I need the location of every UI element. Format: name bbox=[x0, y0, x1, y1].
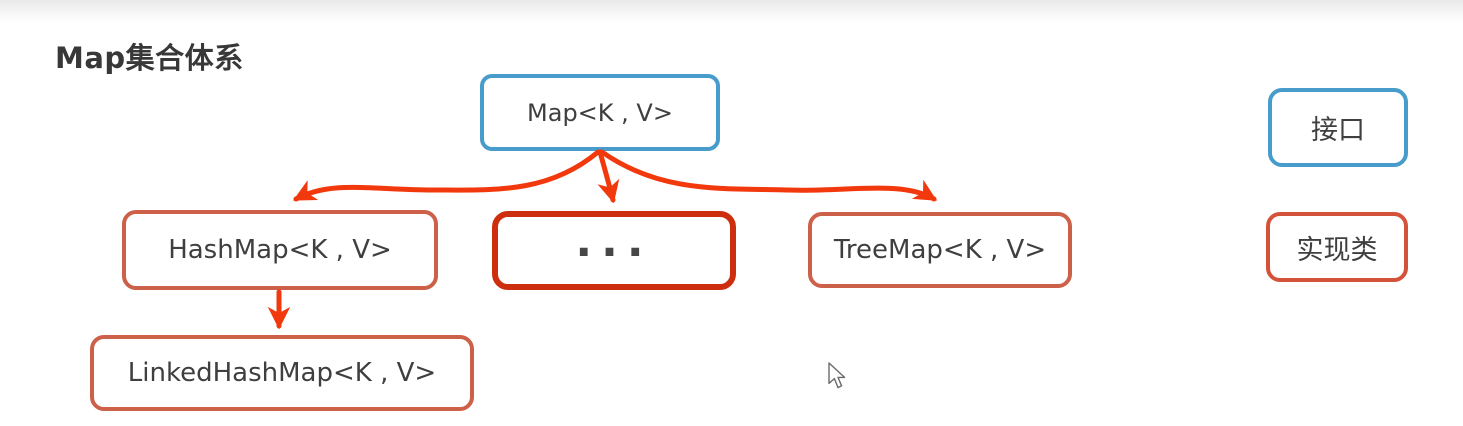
node-hashmap: HashMap<K , V> bbox=[122, 210, 438, 290]
legend-interface-label: 接口 bbox=[1311, 115, 1365, 146]
node-treemap: TreeMap<K , V> bbox=[808, 212, 1072, 288]
legend-implementation-box: 实现类 bbox=[1266, 212, 1408, 282]
node-linkedhashmap-label: LinkedHashMap<K , V> bbox=[127, 358, 437, 388]
arrow-map-to-treemap bbox=[599, 149, 937, 202]
node-linkedhashmap: LinkedHashMap<K , V> bbox=[90, 335, 474, 411]
page-title: Map集合体系 bbox=[55, 41, 244, 76]
legend-implementation-label: 实现类 bbox=[1296, 234, 1378, 266]
legend-interface-box: 接口 bbox=[1268, 88, 1408, 167]
node-hashmap-label: HashMap<K , V> bbox=[168, 235, 392, 265]
node-treemap-label: TreeMap<K , V> bbox=[833, 235, 1047, 265]
node-other-implementations-label: ... bbox=[575, 216, 653, 267]
mouse-cursor-icon bbox=[828, 362, 846, 389]
node-other-implementations: ... bbox=[492, 211, 736, 290]
arrow-map-to-hashmap bbox=[293, 149, 601, 202]
node-map-label: Map<K , V> bbox=[527, 98, 673, 127]
node-map-interface: Map<K , V> bbox=[480, 74, 720, 151]
top-gradient-band bbox=[0, 0, 1463, 24]
arrow-map-to-others bbox=[597, 149, 620, 204]
